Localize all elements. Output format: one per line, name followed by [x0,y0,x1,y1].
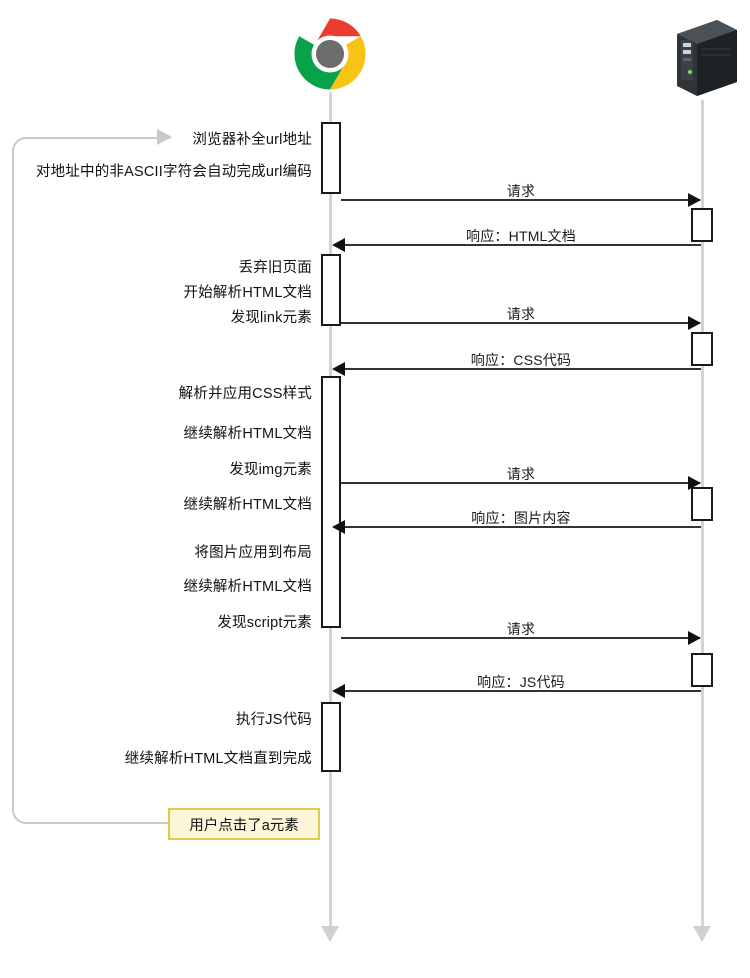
chrome-logo-icon [293,17,367,91]
message-arrowhead-8 [332,684,345,698]
message-line-3 [341,322,700,324]
step-label-1: 浏览器补全url地址 [192,132,312,148]
step-label-6: 解析并应用CSS样式 [178,386,312,402]
message-arrowhead-2 [332,238,345,252]
loopback-arrowhead [157,129,172,145]
step-label-14: 继续解析HTML文档直到完成 [124,751,312,767]
lifeline-browser-arrowhead [321,926,339,942]
step-label-10: 将图片应用到布局 [194,545,312,561]
message-arrowhead-7 [688,631,701,645]
message-line-6 [343,526,701,528]
message-line-4 [343,368,701,370]
message-arrowhead-1 [688,193,701,207]
message-line-5 [341,482,700,484]
step-label-2: 对地址中的非ASCII字符会自动完成url编码 [35,164,312,180]
message-arrowhead-4 [332,362,345,376]
step-label-7: 继续解析HTML文档 [183,426,312,442]
step-label-9: 继续解析HTML文档 [183,497,312,513]
message-line-8 [343,690,701,692]
activation-server-3 [691,487,713,521]
message-label-7: 请求 [506,621,536,637]
message-label-6: 响应：图片内容 [471,510,571,526]
lifeline-server-arrowhead [693,926,711,942]
activation-browser-1 [321,122,341,194]
activation-server-2 [691,332,713,366]
message-label-3: 请求 [506,306,536,322]
step-label-5: 发现link元素 [230,310,312,326]
activation-server-1 [691,208,713,242]
message-label-1: 请求 [506,183,536,199]
message-label-4: 响应：CSS代码 [470,352,572,368]
message-label-5: 请求 [506,466,536,482]
server-tower-icon [665,12,741,98]
activation-browser-3 [321,376,341,628]
note-user-click: 用户点击了a元素 [168,808,320,840]
server-tower-svg [677,20,737,96]
step-label-11: 继续解析HTML文档 [183,579,312,595]
step-label-13: 执行JS代码 [235,712,312,728]
step-label-8: 发现img元素 [229,462,312,478]
message-arrowhead-3 [688,316,701,330]
activation-browser-4 [321,702,341,772]
message-arrowhead-5 [688,476,701,490]
message-line-7 [341,637,700,639]
step-label-3: 丢弃旧页面 [238,260,312,276]
step-label-4: 开始解析HTML文档 [183,285,312,301]
message-line-1 [341,199,700,201]
activation-browser-2 [321,254,341,326]
loopback-path [12,137,170,824]
message-label-8: 响应：JS代码 [477,674,565,690]
chrome-logo-svg [293,17,367,91]
activation-server-4 [691,653,713,687]
message-label-2: 响应：HTML文档 [466,228,576,244]
step-label-12: 发现script元素 [217,615,312,631]
message-arrowhead-6 [332,520,345,534]
message-line-2 [343,244,701,246]
